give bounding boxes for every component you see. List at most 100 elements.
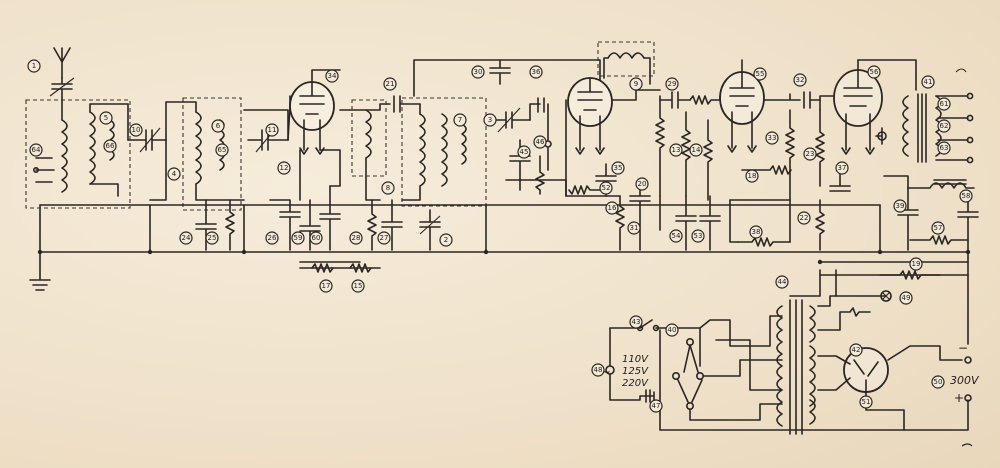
svg-text:24: 24 bbox=[182, 234, 191, 242]
svg-text:40: 40 bbox=[668, 326, 677, 334]
svg-text:39: 39 bbox=[896, 202, 905, 210]
hv-voltage-label: 300V bbox=[950, 374, 980, 387]
badge-30: 30 bbox=[471, 65, 485, 79]
svg-text:50: 50 bbox=[934, 378, 943, 386]
badge-32: 32 bbox=[793, 73, 807, 87]
svg-text:52: 52 bbox=[602, 184, 611, 192]
antenna-symbol bbox=[53, 47, 71, 79]
svg-text:6: 6 bbox=[216, 122, 221, 130]
badge-16: 16 bbox=[605, 201, 619, 215]
hv-minus-label: − bbox=[958, 341, 968, 355]
badge-43: 43 bbox=[629, 315, 643, 329]
svg-text:11: 11 bbox=[268, 126, 277, 134]
badge-13: 13 bbox=[669, 143, 683, 157]
svg-text:5: 5 bbox=[104, 114, 108, 122]
badge-44: 44 bbox=[775, 275, 789, 289]
svg-text:54: 54 bbox=[672, 232, 681, 240]
badge-1: 1 bbox=[27, 59, 41, 73]
badge-29: 29 bbox=[665, 77, 679, 91]
badge-62: 62 bbox=[937, 119, 951, 133]
badge-33: 33 bbox=[765, 131, 779, 145]
badge-54: 54 bbox=[669, 229, 683, 243]
svg-text:13: 13 bbox=[672, 146, 681, 154]
svg-text:1: 1 bbox=[32, 62, 36, 70]
svg-text:25: 25 bbox=[208, 234, 217, 242]
badge-18: 18 bbox=[745, 169, 759, 183]
badge-22: 22 bbox=[797, 211, 811, 225]
output-transformer-primary bbox=[902, 95, 909, 157]
badge-28: 28 bbox=[349, 231, 363, 245]
badge-4: 4 bbox=[167, 167, 181, 181]
if-coil-1-box bbox=[351, 99, 387, 177]
badge-6: 6 bbox=[211, 119, 225, 133]
badge-31: 31 bbox=[627, 221, 641, 235]
badge-53: 53 bbox=[691, 229, 705, 243]
badge-66: 66 bbox=[103, 139, 117, 153]
badge-51: 51 bbox=[859, 395, 873, 409]
heater-winding bbox=[809, 305, 816, 343]
svg-text:16: 16 bbox=[608, 204, 617, 212]
svg-text:38: 38 bbox=[752, 228, 761, 236]
svg-text:22: 22 bbox=[800, 214, 809, 222]
svg-text:31: 31 bbox=[630, 224, 639, 232]
badge-49: 49 bbox=[899, 291, 913, 305]
badge-38: 38 bbox=[749, 225, 763, 239]
voltage-125: 125V bbox=[622, 366, 649, 377]
power-transformer-core bbox=[789, 299, 803, 435]
hv-plus-label: + bbox=[954, 391, 964, 405]
badge-42: 42 bbox=[849, 343, 863, 357]
ac-tilde: ~ bbox=[600, 365, 611, 380]
svg-text:18: 18 bbox=[748, 172, 757, 180]
svg-text:4: 4 bbox=[172, 170, 177, 178]
badge-12: 12 bbox=[277, 161, 291, 175]
badge-46: 46 bbox=[533, 135, 547, 149]
svg-text:55: 55 bbox=[756, 70, 765, 78]
svg-text:35: 35 bbox=[614, 164, 623, 172]
badge-57: 57 bbox=[931, 221, 945, 235]
badge-2: 2 bbox=[439, 233, 453, 247]
badge-23: 23 bbox=[803, 147, 817, 161]
badge-17: 17 bbox=[319, 279, 333, 293]
svg-text:58: 58 bbox=[962, 192, 971, 200]
svg-text:23: 23 bbox=[806, 150, 815, 158]
svg-text:65: 65 bbox=[218, 146, 227, 154]
badge-11: 11 bbox=[265, 123, 279, 137]
badge-25: 25 bbox=[205, 231, 219, 245]
badge-15: 15 bbox=[351, 279, 365, 293]
badge-9: 9 bbox=[629, 77, 643, 91]
svg-text:27: 27 bbox=[380, 234, 389, 242]
badge-34: 34 bbox=[325, 69, 339, 83]
badge-26: 26 bbox=[265, 231, 279, 245]
svg-text:60: 60 bbox=[312, 234, 321, 242]
badge-21: 21 bbox=[383, 77, 397, 91]
badge-45: 45 bbox=[517, 145, 531, 159]
badge-47: 47 bbox=[649, 399, 663, 413]
badge-41: 41 bbox=[921, 75, 935, 89]
svg-text:45: 45 bbox=[520, 148, 529, 156]
if-coil-1 bbox=[365, 109, 372, 159]
svg-text:51: 51 bbox=[862, 398, 871, 406]
svg-text:26: 26 bbox=[268, 234, 277, 242]
svg-text:33: 33 bbox=[768, 134, 777, 142]
badge-40: 40 bbox=[665, 323, 679, 337]
badge-20: 20 bbox=[635, 177, 649, 191]
svg-text:30: 30 bbox=[474, 68, 483, 76]
svg-text:12: 12 bbox=[280, 164, 289, 172]
oscillator-coil bbox=[607, 52, 645, 59]
svg-text:8: 8 bbox=[386, 184, 390, 192]
badge-52: 52 bbox=[599, 181, 613, 195]
badge-59: 59 bbox=[291, 231, 305, 245]
svg-text:17: 17 bbox=[322, 282, 331, 290]
svg-text:44: 44 bbox=[778, 278, 787, 286]
badge-56: 56 bbox=[867, 65, 881, 79]
badge-35: 35 bbox=[611, 161, 625, 175]
badge-5: 5 bbox=[99, 111, 113, 125]
badge-55: 55 bbox=[753, 67, 767, 81]
rf-coil-box bbox=[182, 97, 242, 211]
badge-36: 36 bbox=[529, 65, 543, 79]
svg-text:21: 21 bbox=[386, 80, 395, 88]
if-coil-2a bbox=[419, 113, 426, 187]
ground-symbol bbox=[29, 204, 51, 291]
